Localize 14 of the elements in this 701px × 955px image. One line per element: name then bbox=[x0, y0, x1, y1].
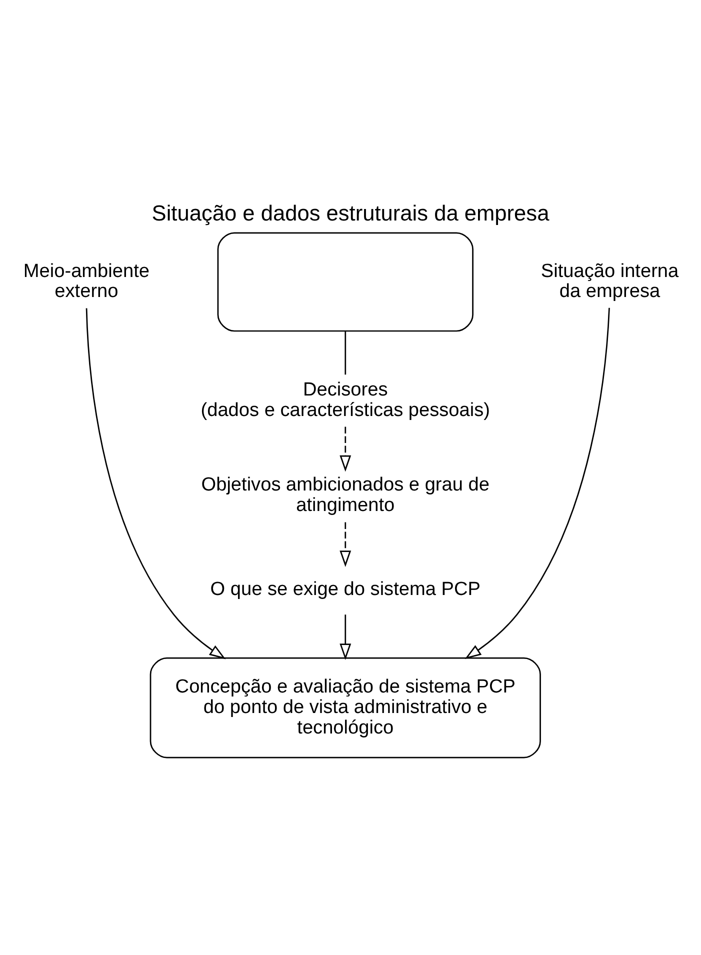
arrow bbox=[86, 308, 226, 660]
arrow bbox=[340, 522, 352, 567]
node-text: Meio-ambiente externo bbox=[23, 260, 150, 302]
arrow bbox=[340, 614, 352, 660]
node-box: Concepção e avaliação de sistema PCP do ponto de vista administrativo e tecnológico bbox=[150, 657, 541, 758]
node-text: Objetivos ambicionados e grau de atingimento bbox=[201, 474, 490, 516]
node-text: O que se exige do sistema PCP bbox=[210, 578, 480, 600]
diagram-title: Situação e dados estruturais da empresa bbox=[152, 200, 550, 226]
node-box bbox=[217, 232, 474, 332]
arrow bbox=[464, 308, 610, 660]
node-text: Situação interna da empresa bbox=[540, 260, 679, 302]
arrow bbox=[340, 426, 352, 472]
node-text: Decisores (dados e características pessoais) bbox=[200, 379, 490, 421]
connector bbox=[344, 331, 346, 375]
